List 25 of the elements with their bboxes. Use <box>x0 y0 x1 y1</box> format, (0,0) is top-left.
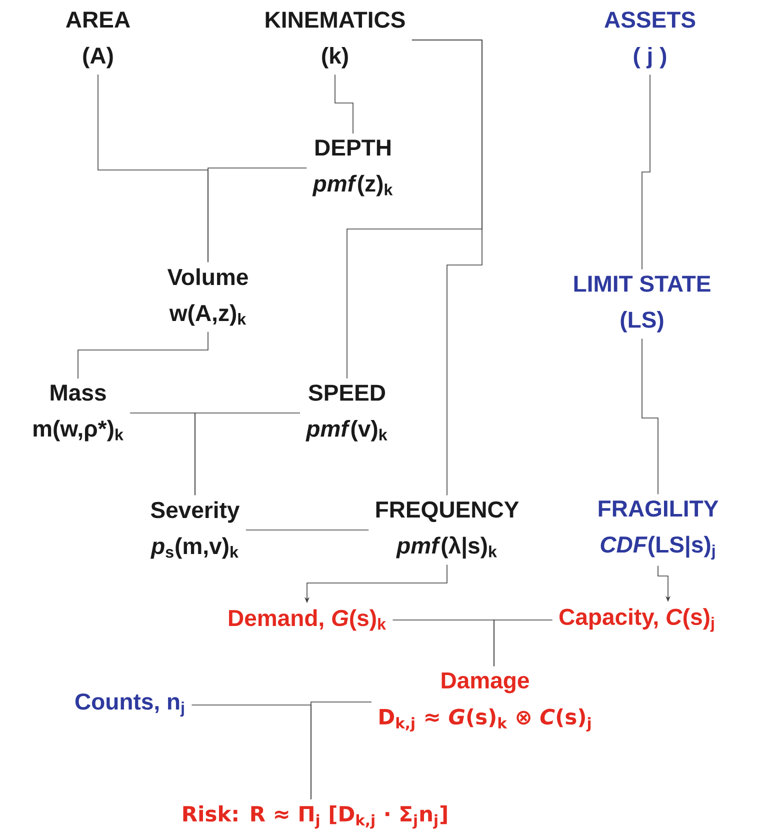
text-label: DEPTH pmf(z)$_{k}$ <box>312 140 393 196</box>
text-label: Risk: R ≈ Π$_{j}$ [D$_{k,j}$ · Σ$_{j}$n$_{j}$] <box>183 805 447 829</box>
text-label: Mass m(w,ρ*)$_{k}$ <box>34 384 124 442</box>
text-label: Counts, n$_{j}$ <box>75 693 184 717</box>
connector-line <box>194 412 300 496</box>
connector-line <box>494 620 553 667</box>
text-label: SPEED pmf(v)$_{k}$ <box>306 384 388 442</box>
text-label: Volume w(A,z)$_{k}$ <box>167 268 248 326</box>
text-label: FRAGILITY CDF(LS|s)$_{j}$ <box>598 500 718 560</box>
connector-line <box>642 74 650 270</box>
connector-line <box>78 332 208 379</box>
connector-line <box>310 702 372 800</box>
text-label: Demand, G(s)$_{k}$ <box>229 609 386 631</box>
text-label: Capacity, C(s)$_{j}$ <box>559 608 714 632</box>
connector-line <box>412 40 482 496</box>
text-label: Severity p$_{s}$(m,v)$_{k}$ <box>150 501 240 559</box>
text-label: KINEMATICS (k) <box>266 12 405 68</box>
connector-line <box>642 338 658 495</box>
connector-line <box>334 74 354 134</box>
text-label: ASSETS ( j ) <box>604 12 696 68</box>
text-label: LIMIT STATE (LS) <box>574 276 710 332</box>
text-label: FREQUENCY pmf(λ|s)$_{k}$ <box>376 501 519 559</box>
text-label: AREA (A) <box>66 12 130 68</box>
text-label: Damage D$_{k,j}$ ≈ G(s)$_{k}$ ⊗ C(s)$_{j}$ <box>380 672 591 732</box>
connector-line <box>208 168 308 262</box>
